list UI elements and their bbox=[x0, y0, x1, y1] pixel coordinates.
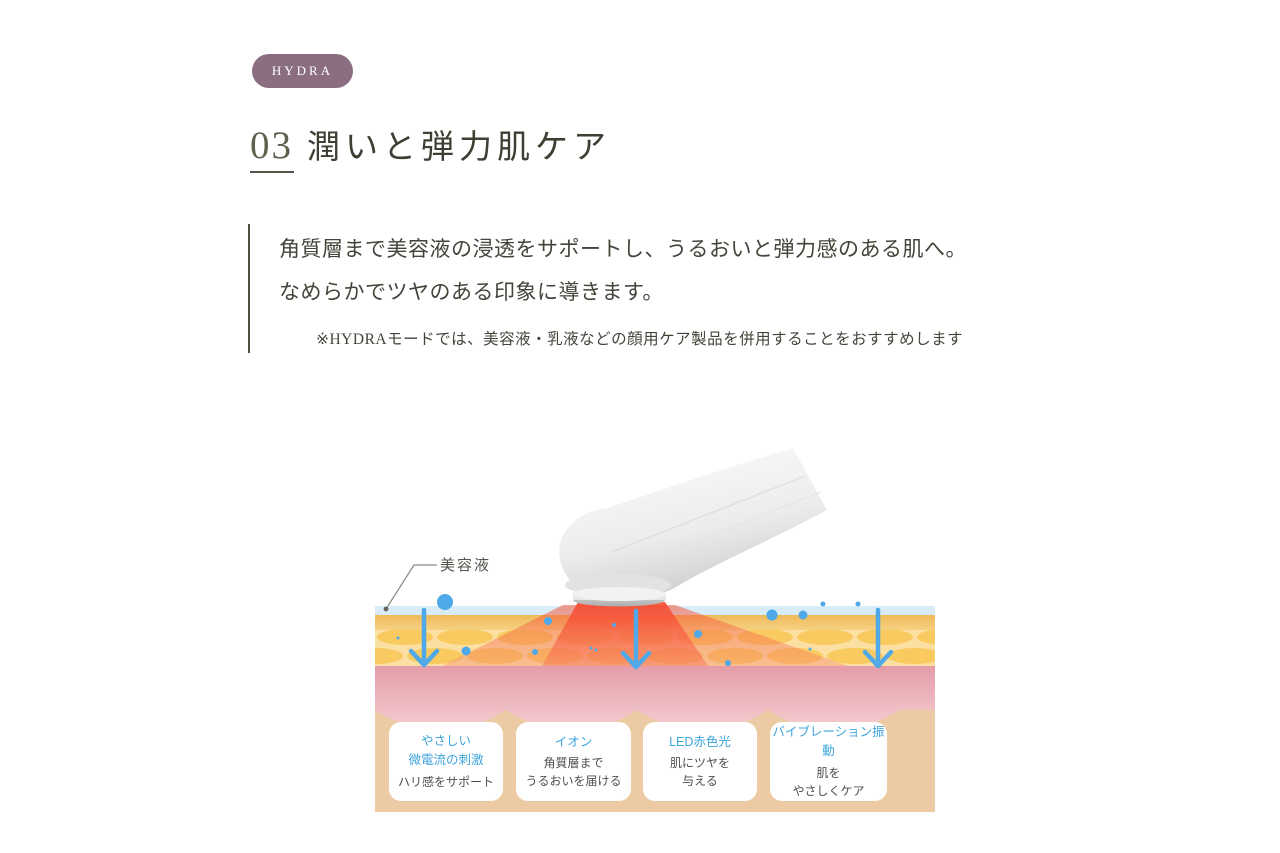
device-plate-top bbox=[572, 587, 666, 601]
skin-diagram-graphic bbox=[375, 448, 935, 812]
description-line-1: 角質層まで美容液の浸透をサポートし、うるおいと弾力感のある肌へ。 bbox=[279, 237, 967, 261]
absorption-arrows bbox=[408, 607, 894, 670]
feature-card-led: LED赤色光 肌にツヤを 与える bbox=[643, 722, 757, 801]
feature-title: LED赤色光 bbox=[669, 734, 731, 749]
description-note: ※HYDRAモードでは、美容液・乳液などの顔用ケア製品を併用することをおすすめし… bbox=[316, 331, 964, 349]
feature-title: やさしい 微電流の刺激 bbox=[408, 734, 484, 767]
section-title: 潤いと弾力肌ケア bbox=[307, 130, 611, 166]
arrow-down-right bbox=[862, 607, 894, 669]
device-handle-crease bbox=[620, 491, 822, 571]
beauty-device bbox=[559, 448, 827, 607]
serum-label-leader bbox=[383, 564, 437, 612]
feature-title: バイブレーション振動 bbox=[772, 725, 885, 758]
description-line-2: なめらかでツヤのある印象に導きます。 bbox=[279, 280, 664, 305]
dermis-layer bbox=[375, 666, 935, 731]
section-number: 03 bbox=[250, 126, 294, 173]
feature-title: イオン bbox=[554, 734, 593, 749]
feature-desc: 角質層まで うるおいを届ける bbox=[525, 756, 622, 789]
arrow-down-left bbox=[408, 607, 440, 668]
feature-card-ion: イオン 角質層まで うるおいを届ける bbox=[516, 722, 631, 801]
device-handle bbox=[559, 448, 827, 596]
serum-drops bbox=[396, 594, 861, 666]
feature-desc: 肌にツヤを 与える bbox=[669, 756, 730, 789]
device-handle-crease bbox=[610, 475, 806, 553]
feature-card-microcurrent: やさしい 微電流の刺激 ハリ感をサポート bbox=[389, 722, 503, 801]
arrow-down-center bbox=[620, 608, 652, 670]
feature-desc: ハリ感をサポート bbox=[397, 774, 494, 789]
feature-desc: 肌を やさしくケア bbox=[792, 765, 865, 798]
mode-badge: HYDRA bbox=[252, 54, 353, 88]
led-light-inner-cone bbox=[542, 602, 708, 666]
feature-card-vibration: バイブレーション振動 肌を やさしくケア bbox=[770, 722, 887, 801]
section-description: 角質層まで美容液の浸透をサポートし、うるおいと弾力感のある肌へ。 なめらかでツヤ… bbox=[248, 224, 967, 354]
serum-label: 美容液 bbox=[440, 558, 492, 574]
skin-penetration-diagram: 美容液 やさしい 微電流の刺激 ハリ感をサポート イオン 角質層まで うるおいを… bbox=[375, 448, 935, 812]
section-heading: 03 潤いと弾力肌ケア bbox=[250, 126, 611, 173]
